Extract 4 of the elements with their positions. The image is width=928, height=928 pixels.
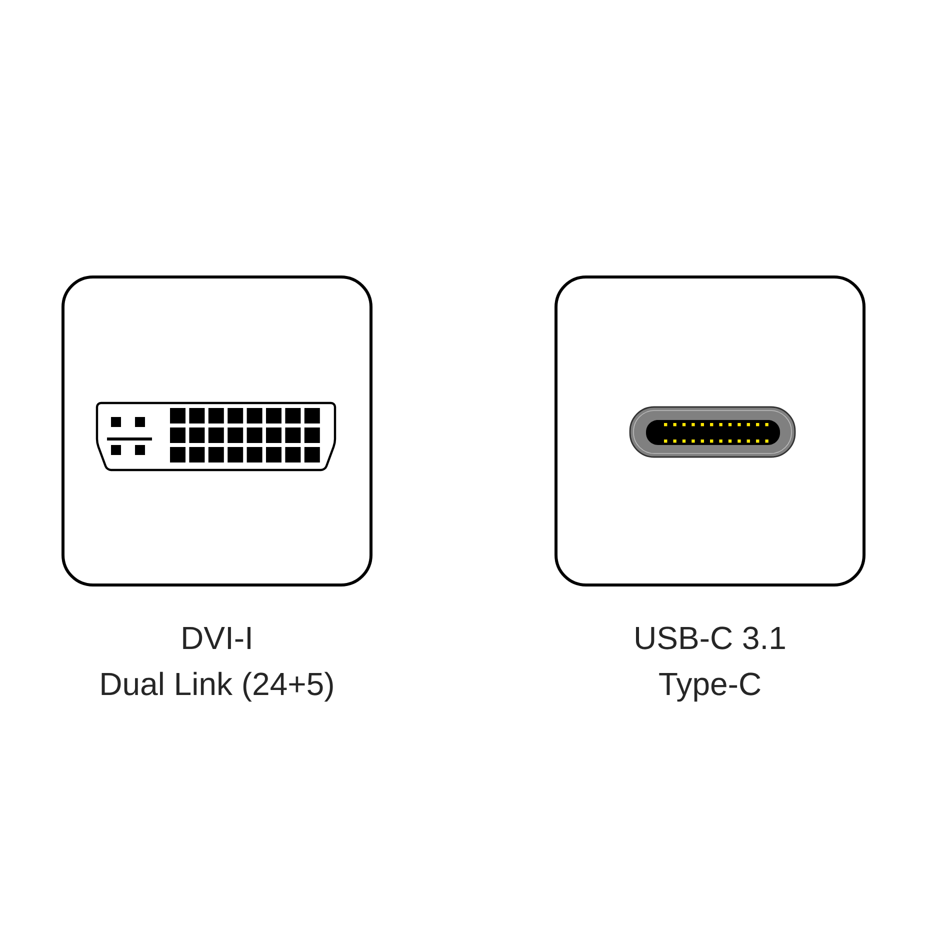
connector-label: DVI-I (183, 627, 250, 649)
connector-label: Dual Link (24+5) (102, 672, 333, 702)
connector-label: USB-C 3.1 (636, 626, 785, 650)
connector-label: Type-C (659, 672, 760, 702)
